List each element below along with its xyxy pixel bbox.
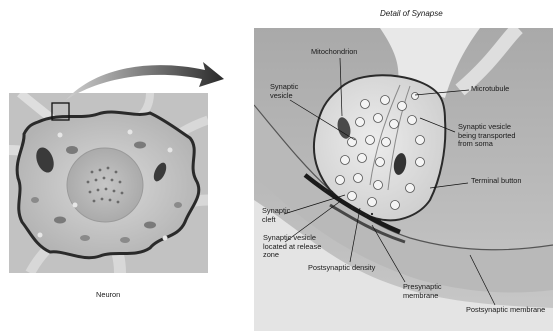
label-mitochondrion: Mitochondrion [311,48,357,57]
label-presynaptic-membrane: Presynaptic membrane [403,283,442,300]
label-postsynaptic-density: Postsynaptic density [308,264,375,273]
label-microtubule: Microtubule [471,85,509,94]
label-terminal-button: Terminal button [471,177,522,186]
figure-title: Detail of Synapse [380,10,443,19]
label-synaptic-cleft: Synaptic cleft [262,207,290,224]
neuron-panel: Neuron [9,93,208,299]
label-synaptic-vesicle: Synaptic vesicle [270,83,298,100]
neuron-nucleus [67,148,143,222]
label-vesicle-release-zone: Synaptic vesicle located at release zone [263,234,321,260]
neuron-caption: Neuron [96,290,120,299]
label-postsynaptic-membrane: Postsynaptic membrane [466,306,545,315]
label-vesicle-transported: Synaptic vesicle being transported from … [458,123,516,149]
